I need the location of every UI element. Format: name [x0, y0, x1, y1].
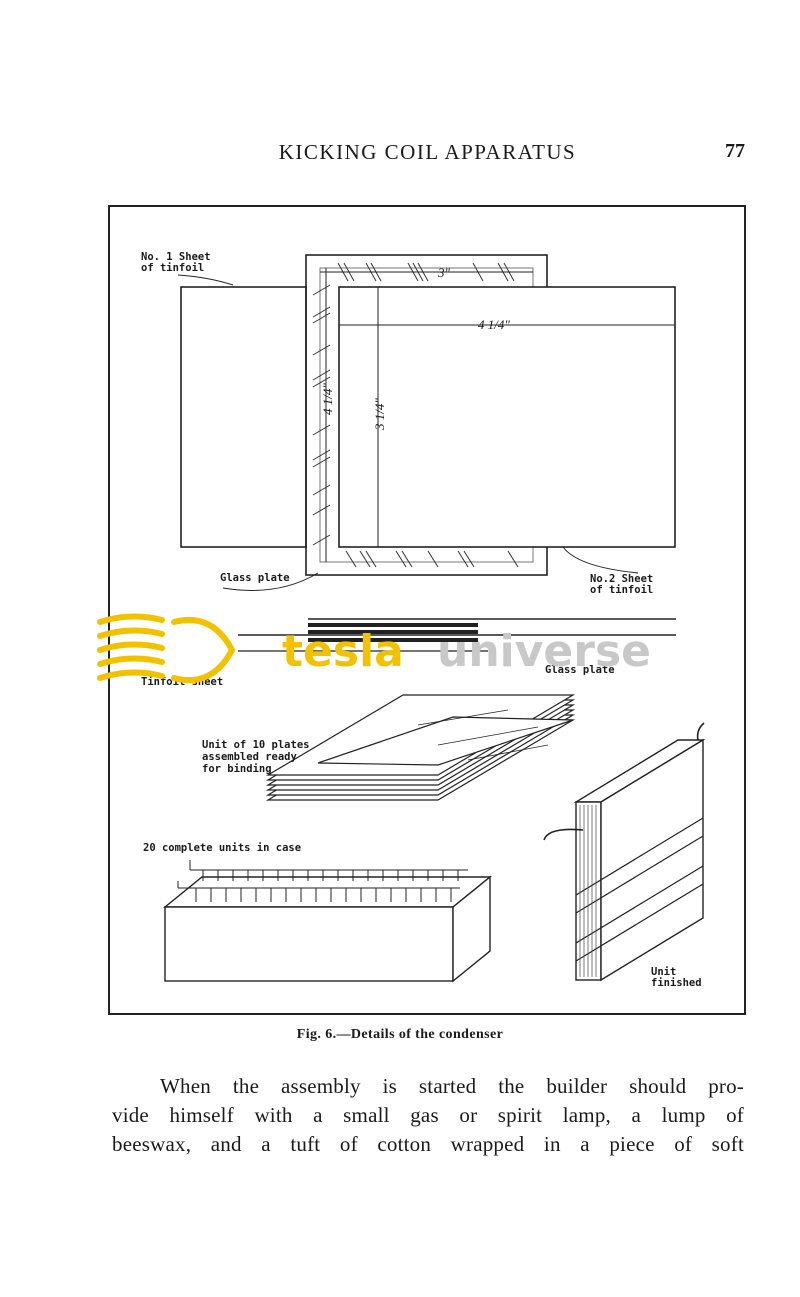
watermark-word-2: universe [437, 626, 651, 677]
dim-4-1-4-width: 4 1/4" [478, 317, 510, 332]
dim-3-1-4-height: 3 1/4" [372, 398, 387, 431]
figure-caption: Fig. 6.—Details of the condenser [296, 1027, 504, 1042]
finished-unit [573, 738, 706, 982]
page-number: 77 [725, 140, 745, 162]
dimension-lines [320, 268, 675, 562]
dim-3-inch: 3" [437, 265, 451, 280]
dim-4-1-4-height: 4 1/4" [320, 383, 335, 415]
label-sheet-1-line-1: No. 1 Sheet [141, 251, 211, 263]
tinfoil-sheet-1 [180, 286, 307, 548]
body-line-1: When the assembly is started the builder… [160, 1074, 744, 1098]
watermark-logo-icon [97, 613, 236, 684]
page-header: KICKING COIL APPARATUS 77 [110, 140, 745, 168]
tinfoil-sheet-2 [338, 286, 676, 548]
label-sheet-1-line-2: of tinfoil [141, 262, 204, 274]
label-20-units: 20 complete units in case [143, 842, 301, 854]
unit-wire-top [696, 722, 705, 741]
label-sheet-2-line-2: of tinfoil [590, 584, 653, 596]
label-unit-finished-line-1: Unit [651, 966, 676, 978]
body-line-2: vide himself with a small gas or spirit … [112, 1103, 744, 1127]
body-line-3: beeswax, and a tuft of cotton wrapped in… [112, 1132, 744, 1156]
label-unit-10-line-1: Unit of 10 plates [202, 739, 309, 751]
label-unit-10-line-3: for binding [202, 763, 272, 775]
leader-sheet-2 [562, 546, 639, 574]
leader-sheet-1 [177, 274, 234, 286]
leader-glass-plate [222, 572, 319, 591]
condenser-figure: 3" 4 1/4" 4 1/4" 3 1/4" No. 1 Sheet of t… [108, 205, 746, 1015]
running-head: KICKING COIL APPARATUS [278, 140, 577, 164]
case-terminals [177, 860, 468, 902]
side-view [238, 618, 676, 652]
label-glass-plate-side: Glass plate [545, 664, 615, 676]
watermark: tesla universe [92, 610, 712, 690]
condenser-diagram: 3" 4 1/4" 4 1/4" 3 1/4" No. 1 Sheet of t… [108, 205, 746, 1015]
figure-frame [108, 205, 746, 1015]
body-paragraph: When the assembly is started the builder… [112, 1072, 744, 1159]
watermark-word-1: tesla [282, 626, 404, 677]
label-unit-finished-line-2: finished [651, 977, 702, 989]
plate-stack [265, 694, 576, 801]
unit-wire-side [543, 828, 584, 841]
label-unit-10-line-2: assembled ready [202, 751, 298, 763]
finished-unit-edges [579, 805, 597, 977]
unit-case [163, 875, 492, 983]
label-glass-plate: Glass plate [220, 572, 290, 584]
label-sheet-2-line-1: No.2 Sheet [590, 573, 653, 585]
